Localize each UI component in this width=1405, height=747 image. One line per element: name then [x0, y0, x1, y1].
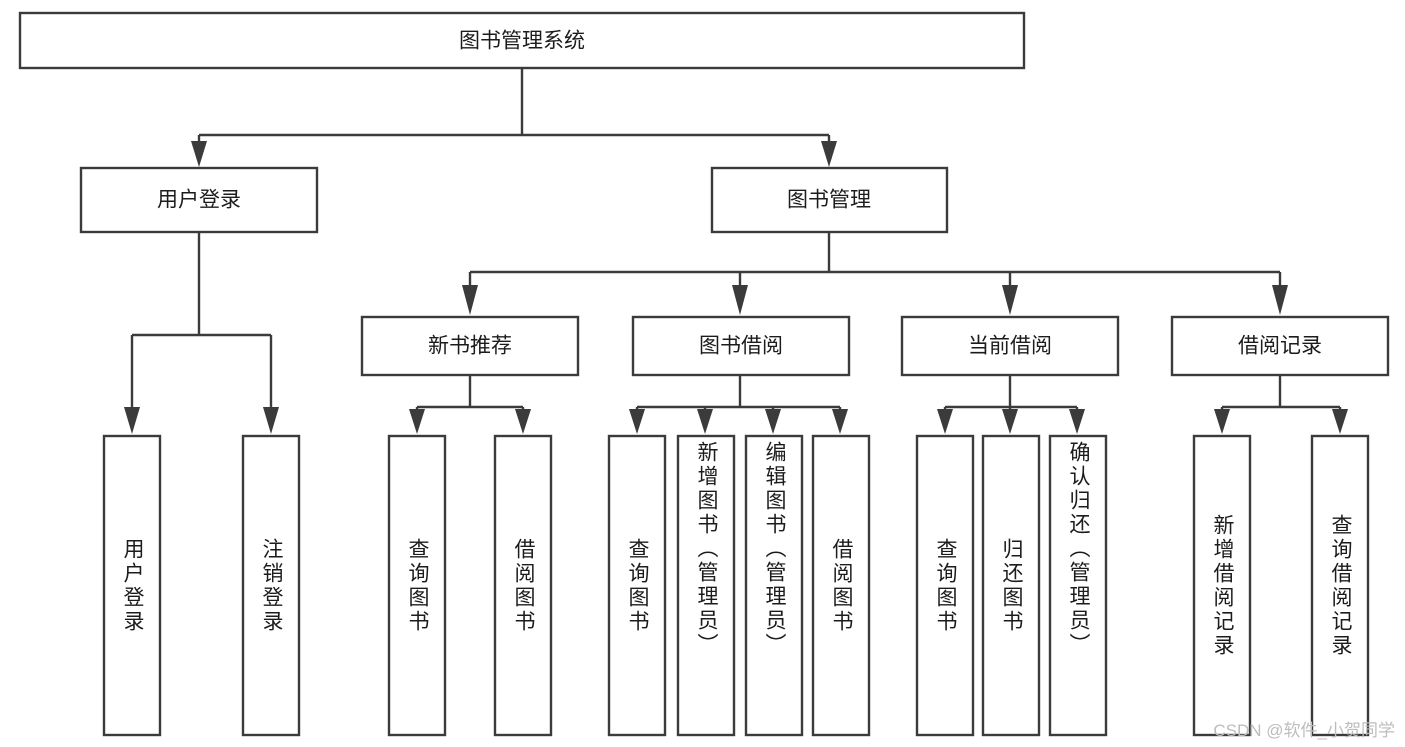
arrow-head-leaf-query-book-3: [937, 409, 953, 434]
node-box-leaf-query-book-2[interactable]: [607, 434, 667, 737]
node-box-leaf-query-book-3[interactable]: [915, 434, 975, 737]
node-box-new-book-rec[interactable]: [360, 315, 580, 377]
node-box-leaf-borrow-book-1[interactable]: [493, 434, 553, 737]
node-box-leaf-return-book[interactable]: [981, 434, 1041, 737]
arrow-head-leaf-user-login: [124, 407, 140, 434]
node-label-borrow-record: 借阅记录: [1238, 335, 1322, 358]
arrow-head-user-login: [191, 141, 207, 167]
node-box-leaf-borrow-book-2[interactable]: [811, 434, 871, 737]
connector-group-book-manage: [462, 232, 1288, 315]
arrow-head-borrow-record: [1272, 285, 1288, 315]
node-box-book-manage[interactable]: [710, 166, 949, 234]
node-box-root[interactable]: [18, 11, 1026, 70]
arrow-head-leaf-confirm-return: [1069, 409, 1085, 434]
node-box-leaf-query-record[interactable]: [1310, 434, 1370, 737]
node-boxes: [18, 11, 1390, 737]
connector-group-borrow-record: [1214, 375, 1348, 434]
arrow-head-leaf-logout: [263, 407, 279, 434]
node-label-current-borrow: 当前借阅: [968, 335, 1052, 358]
node-box-leaf-add-book[interactable]: [676, 434, 736, 737]
arrow-head-leaf-query-book-1: [409, 409, 425, 434]
connector-group-current-borrow: [937, 375, 1085, 434]
node-box-book-borrow[interactable]: [631, 315, 851, 377]
connector-group-book-borrow: [629, 375, 848, 434]
arrow-head-leaf-query-book-2: [629, 409, 645, 434]
node-label-book-manage: 图书管理: [787, 189, 871, 212]
node-box-current-borrow[interactable]: [900, 315, 1120, 377]
arrow-head-leaf-edit-book: [765, 409, 781, 434]
node-label-book-borrow: 图书借阅: [699, 335, 783, 358]
connector-group-new-book-rec: [409, 375, 531, 434]
node-label-new-book-rec: 新书推荐: [428, 335, 512, 358]
connector-group-user-login: [124, 232, 279, 434]
arrow-head-new-book-rec: [462, 285, 478, 315]
arrow-head-leaf-borrow-book-2: [832, 409, 848, 434]
node-label-user-login: 用户登录: [157, 189, 241, 212]
arrow-head-leaf-query-record: [1332, 409, 1348, 434]
arrow-head-book-borrow: [732, 285, 748, 315]
node-box-leaf-query-book-1[interactable]: [387, 434, 447, 737]
node-box-leaf-logout[interactable]: [241, 434, 301, 737]
connector-group-root: [191, 68, 837, 167]
arrow-head-book-manage: [821, 141, 837, 167]
node-box-borrow-record[interactable]: [1170, 315, 1390, 377]
node-label-root: 图书管理系统: [459, 30, 585, 53]
watermark: CSDN @软件_小贺同学: [1213, 721, 1395, 740]
arrow-head-leaf-borrow-book-1: [515, 409, 531, 434]
node-box-leaf-user-login[interactable]: [102, 434, 162, 737]
node-box-leaf-confirm-return[interactable]: [1048, 434, 1108, 737]
node-box-leaf-add-record[interactable]: [1192, 434, 1252, 737]
node-box-leaf-edit-book[interactable]: [744, 434, 804, 737]
arrow-head-current-borrow: [1002, 285, 1018, 315]
arrow-head-leaf-add-record: [1214, 409, 1230, 434]
node-labels-horizontal: 图书管理系统 用户登录 图书管理 新书推荐 图书借阅 当前借阅 借阅记录: [157, 30, 1322, 358]
arrow-head-leaf-add-book: [697, 409, 713, 434]
node-box-user-login[interactable]: [79, 166, 319, 234]
arrow-head-leaf-return-book: [1002, 409, 1018, 434]
